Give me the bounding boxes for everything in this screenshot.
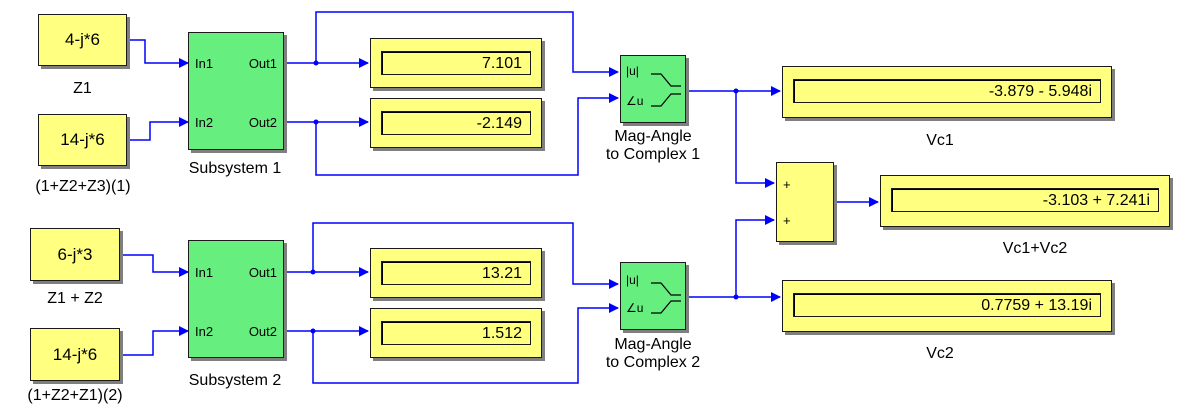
constant-block-c3[interactable]: 6-j*3: [30, 228, 120, 281]
constant-label-c4: (1+Z2+Z1)(2): [27, 387, 123, 404]
port-out2: Out2: [248, 115, 277, 130]
wire-c2-in2: [127, 117, 189, 141]
port-angle: ∠u: [626, 301, 644, 315]
sum-sign-1: +: [783, 177, 791, 192]
port-out1: Out1: [248, 265, 277, 280]
display-value: -3.103 + 7.241i: [891, 188, 1159, 212]
constant-value: 4-j*6: [65, 30, 100, 49]
mag-angle-2-label-line2: to Complex 2: [605, 354, 701, 371]
port-angle: ∠u: [626, 94, 644, 108]
port-magnitude: |u|: [626, 273, 639, 287]
wire-c3-in1: [120, 254, 189, 277]
display-s2-out1[interactable]: 13.21: [370, 248, 542, 298]
mag-angle-to-complex-2[interactable]: |u| ∠u: [620, 262, 686, 330]
mag-angle-1-label-line1: Mag-Angle: [614, 128, 692, 145]
display-vc1[interactable]: -3.879 - 5.948i: [782, 66, 1112, 118]
display-value: -2.149: [381, 111, 531, 135]
subsystem-1-label: Subsystem 1: [188, 160, 282, 177]
subsystem-2-label: Subsystem 2: [188, 372, 282, 389]
display-s1-out1[interactable]: 7.101: [370, 38, 542, 88]
mag-angle-2-label: Mag-Angle to Complex 2: [588, 336, 718, 372]
display-vc1-label: Vc1: [926, 132, 954, 149]
port-magnitude: |u|: [626, 64, 639, 78]
display-value: -3.879 - 5.948i: [793, 79, 1101, 103]
wire-s2-out2-mag: [312, 303, 619, 384]
mag-angle-2-label-line1: Mag-Angle: [614, 336, 692, 353]
display-s1-out2[interactable]: -2.149: [370, 98, 542, 148]
constant-value: 6-j*3: [57, 244, 93, 264]
constant-block-c4[interactable]: 14-j*6: [30, 328, 120, 381]
display-value: 7.101: [381, 51, 531, 75]
wire-m1-sum: [735, 91, 775, 188]
port-out1: Out1: [248, 56, 277, 71]
wire-c4-in2: [120, 326, 189, 356]
constant-block-c2[interactable]: 14-j*6: [38, 114, 127, 166]
mag-angle-to-complex-1[interactable]: |u| ∠u: [620, 55, 686, 123]
display-value: 0.7759 + 13.19i: [793, 293, 1101, 317]
wire-s2-out1-mag: [312, 222, 619, 289]
wire-s1-out2-mag: [315, 93, 619, 176]
display-vc2[interactable]: 0.7759 + 13.19i: [782, 280, 1112, 332]
display-vc2-label: Vc2: [926, 345, 954, 362]
subsystem-2[interactable]: In1 Out1 In2 Out2: [188, 240, 284, 358]
wire-m2-sum: [735, 215, 775, 297]
display-sum-label: Vc1+Vc2: [1002, 240, 1068, 257]
mag-angle-symbol-icon: [651, 282, 681, 314]
constant-label-c2: (1+Z2+Z3)(1): [35, 178, 131, 195]
display-value: 1.512: [381, 321, 531, 345]
port-out2: Out2: [248, 324, 277, 339]
constant-label-c3: Z1 + Z2: [47, 290, 103, 307]
mag-angle-1-label: Mag-Angle to Complex 1: [588, 128, 718, 164]
constant-value: 14-j*6: [60, 130, 105, 149]
sum-block[interactable]: + +: [776, 162, 834, 242]
subsystem-1[interactable]: In1 Out1 In2 Out2: [188, 32, 284, 150]
port-in2: In2: [195, 115, 214, 130]
constant-value: 14-j*6: [52, 344, 98, 364]
mag-angle-1-label-line2: to Complex 1: [605, 146, 701, 163]
wire-s1-out1-mag: [315, 11, 619, 77]
mag-angle-symbol-icon: [651, 73, 681, 107]
port-in2: In2: [195, 324, 214, 339]
display-s2-out2[interactable]: 1.512: [370, 308, 542, 358]
constant-label-z1: Z1: [73, 80, 92, 97]
port-in1: In1: [195, 265, 214, 280]
constant-block-z1[interactable]: 4-j*6: [38, 14, 127, 66]
wire-z1-in1: [127, 39, 189, 68]
port-in1: In1: [195, 56, 214, 71]
display-value: 13.21: [381, 261, 531, 285]
sum-sign-2: +: [783, 213, 791, 228]
display-vc1-plus-vc2[interactable]: -3.103 + 7.241i: [880, 175, 1170, 227]
